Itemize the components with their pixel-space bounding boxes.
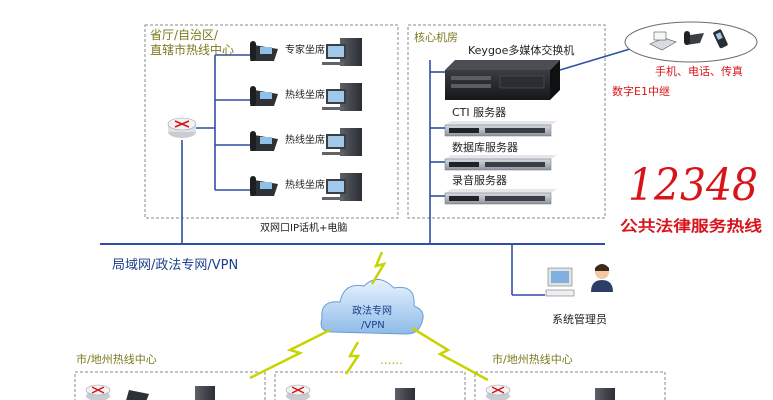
region-label-core: 核心机房 bbox=[414, 30, 458, 44]
seat-label-1: 专家坐席 bbox=[285, 43, 325, 56]
seat-row-2 bbox=[250, 83, 362, 111]
desktop-computer-icon bbox=[322, 83, 362, 111]
router-icon bbox=[167, 117, 197, 138]
lightning-link-icon bbox=[249, 328, 331, 380]
switch-label: Keygoe多媒体交换机 bbox=[468, 43, 574, 57]
ip-phone-icon bbox=[250, 131, 278, 151]
seat-caption: 双网口IP话机+电脑 bbox=[260, 221, 347, 234]
ellipsis-label: ...... bbox=[380, 353, 403, 367]
desk-phone-icon bbox=[684, 31, 704, 45]
region-label-provincial-line1: 省厅/自治区/ bbox=[150, 28, 219, 42]
city-left-region-box bbox=[74, 371, 266, 400]
city-right-region-box bbox=[474, 371, 666, 400]
desktop-computer-icon bbox=[322, 128, 362, 156]
lightning-link-icon bbox=[344, 341, 361, 375]
desktop-computer-icon bbox=[595, 388, 615, 400]
media-switch-icon bbox=[445, 60, 560, 100]
mobile-phone-icon bbox=[713, 29, 728, 49]
seat-row-3 bbox=[250, 128, 362, 156]
cti-server-label: CTI 服务器 bbox=[452, 106, 506, 119]
seat-row-1 bbox=[250, 38, 362, 66]
cloud-icon bbox=[320, 279, 424, 335]
desktop-computer-icon bbox=[322, 38, 362, 66]
e1-trunk-line bbox=[559, 45, 641, 71]
city-mid-region-box bbox=[274, 371, 466, 400]
ip-phone-icon bbox=[250, 176, 278, 196]
lightning-link-icon bbox=[411, 326, 489, 382]
seat-label-3: 热线坐席 bbox=[285, 133, 325, 146]
rec-server-label: 录音服务器 bbox=[452, 173, 507, 187]
seat-label-2: 热线坐席 bbox=[285, 88, 325, 101]
cloud-label-line2: /VPN bbox=[361, 320, 385, 331]
seat-row-4 bbox=[250, 173, 362, 201]
ip-phone-icon bbox=[126, 390, 149, 400]
desktop-computer-icon bbox=[395, 388, 415, 400]
router-icon bbox=[285, 384, 311, 400]
rack-server-icon bbox=[444, 155, 557, 171]
router-icon bbox=[485, 384, 511, 400]
ip-phone-icon bbox=[250, 41, 278, 61]
brand-slogan: 公共法律服务热线 bbox=[620, 217, 762, 235]
desktop-computer-icon bbox=[195, 386, 215, 400]
admin-label: 系统管理员 bbox=[552, 312, 607, 326]
terminals-label: 手机、电话、传真 bbox=[655, 64, 743, 78]
administrator-icon bbox=[591, 264, 613, 292]
cloud-label-line1: 政法专网 bbox=[352, 304, 392, 317]
lightning-link-icon bbox=[370, 251, 387, 285]
desktop-computer-icon bbox=[322, 173, 362, 201]
db-server-label: 数据库服务器 bbox=[452, 140, 518, 154]
city-left-label: 市/地州热线中心 bbox=[76, 352, 157, 366]
provincial-region-box bbox=[144, 24, 399, 219]
region-label-provincial-line2: 直辖市热线中心 bbox=[150, 42, 234, 57]
lan-label: 局域网/政法专网/VPN bbox=[112, 258, 238, 273]
seat-label-4: 热线坐席 bbox=[285, 178, 325, 191]
city-right-label: 市/地州热线中心 bbox=[492, 352, 573, 366]
rack-server-icon bbox=[444, 121, 557, 137]
router-icon bbox=[85, 384, 111, 400]
rack-server-icon bbox=[444, 189, 557, 205]
ip-phone-icon bbox=[250, 86, 278, 106]
admin-computer-icon bbox=[545, 267, 575, 297]
fax-icon bbox=[649, 31, 677, 51]
brand-number: 12348 bbox=[628, 160, 758, 211]
e1-trunk-label: 数字E1中继 bbox=[612, 84, 670, 98]
